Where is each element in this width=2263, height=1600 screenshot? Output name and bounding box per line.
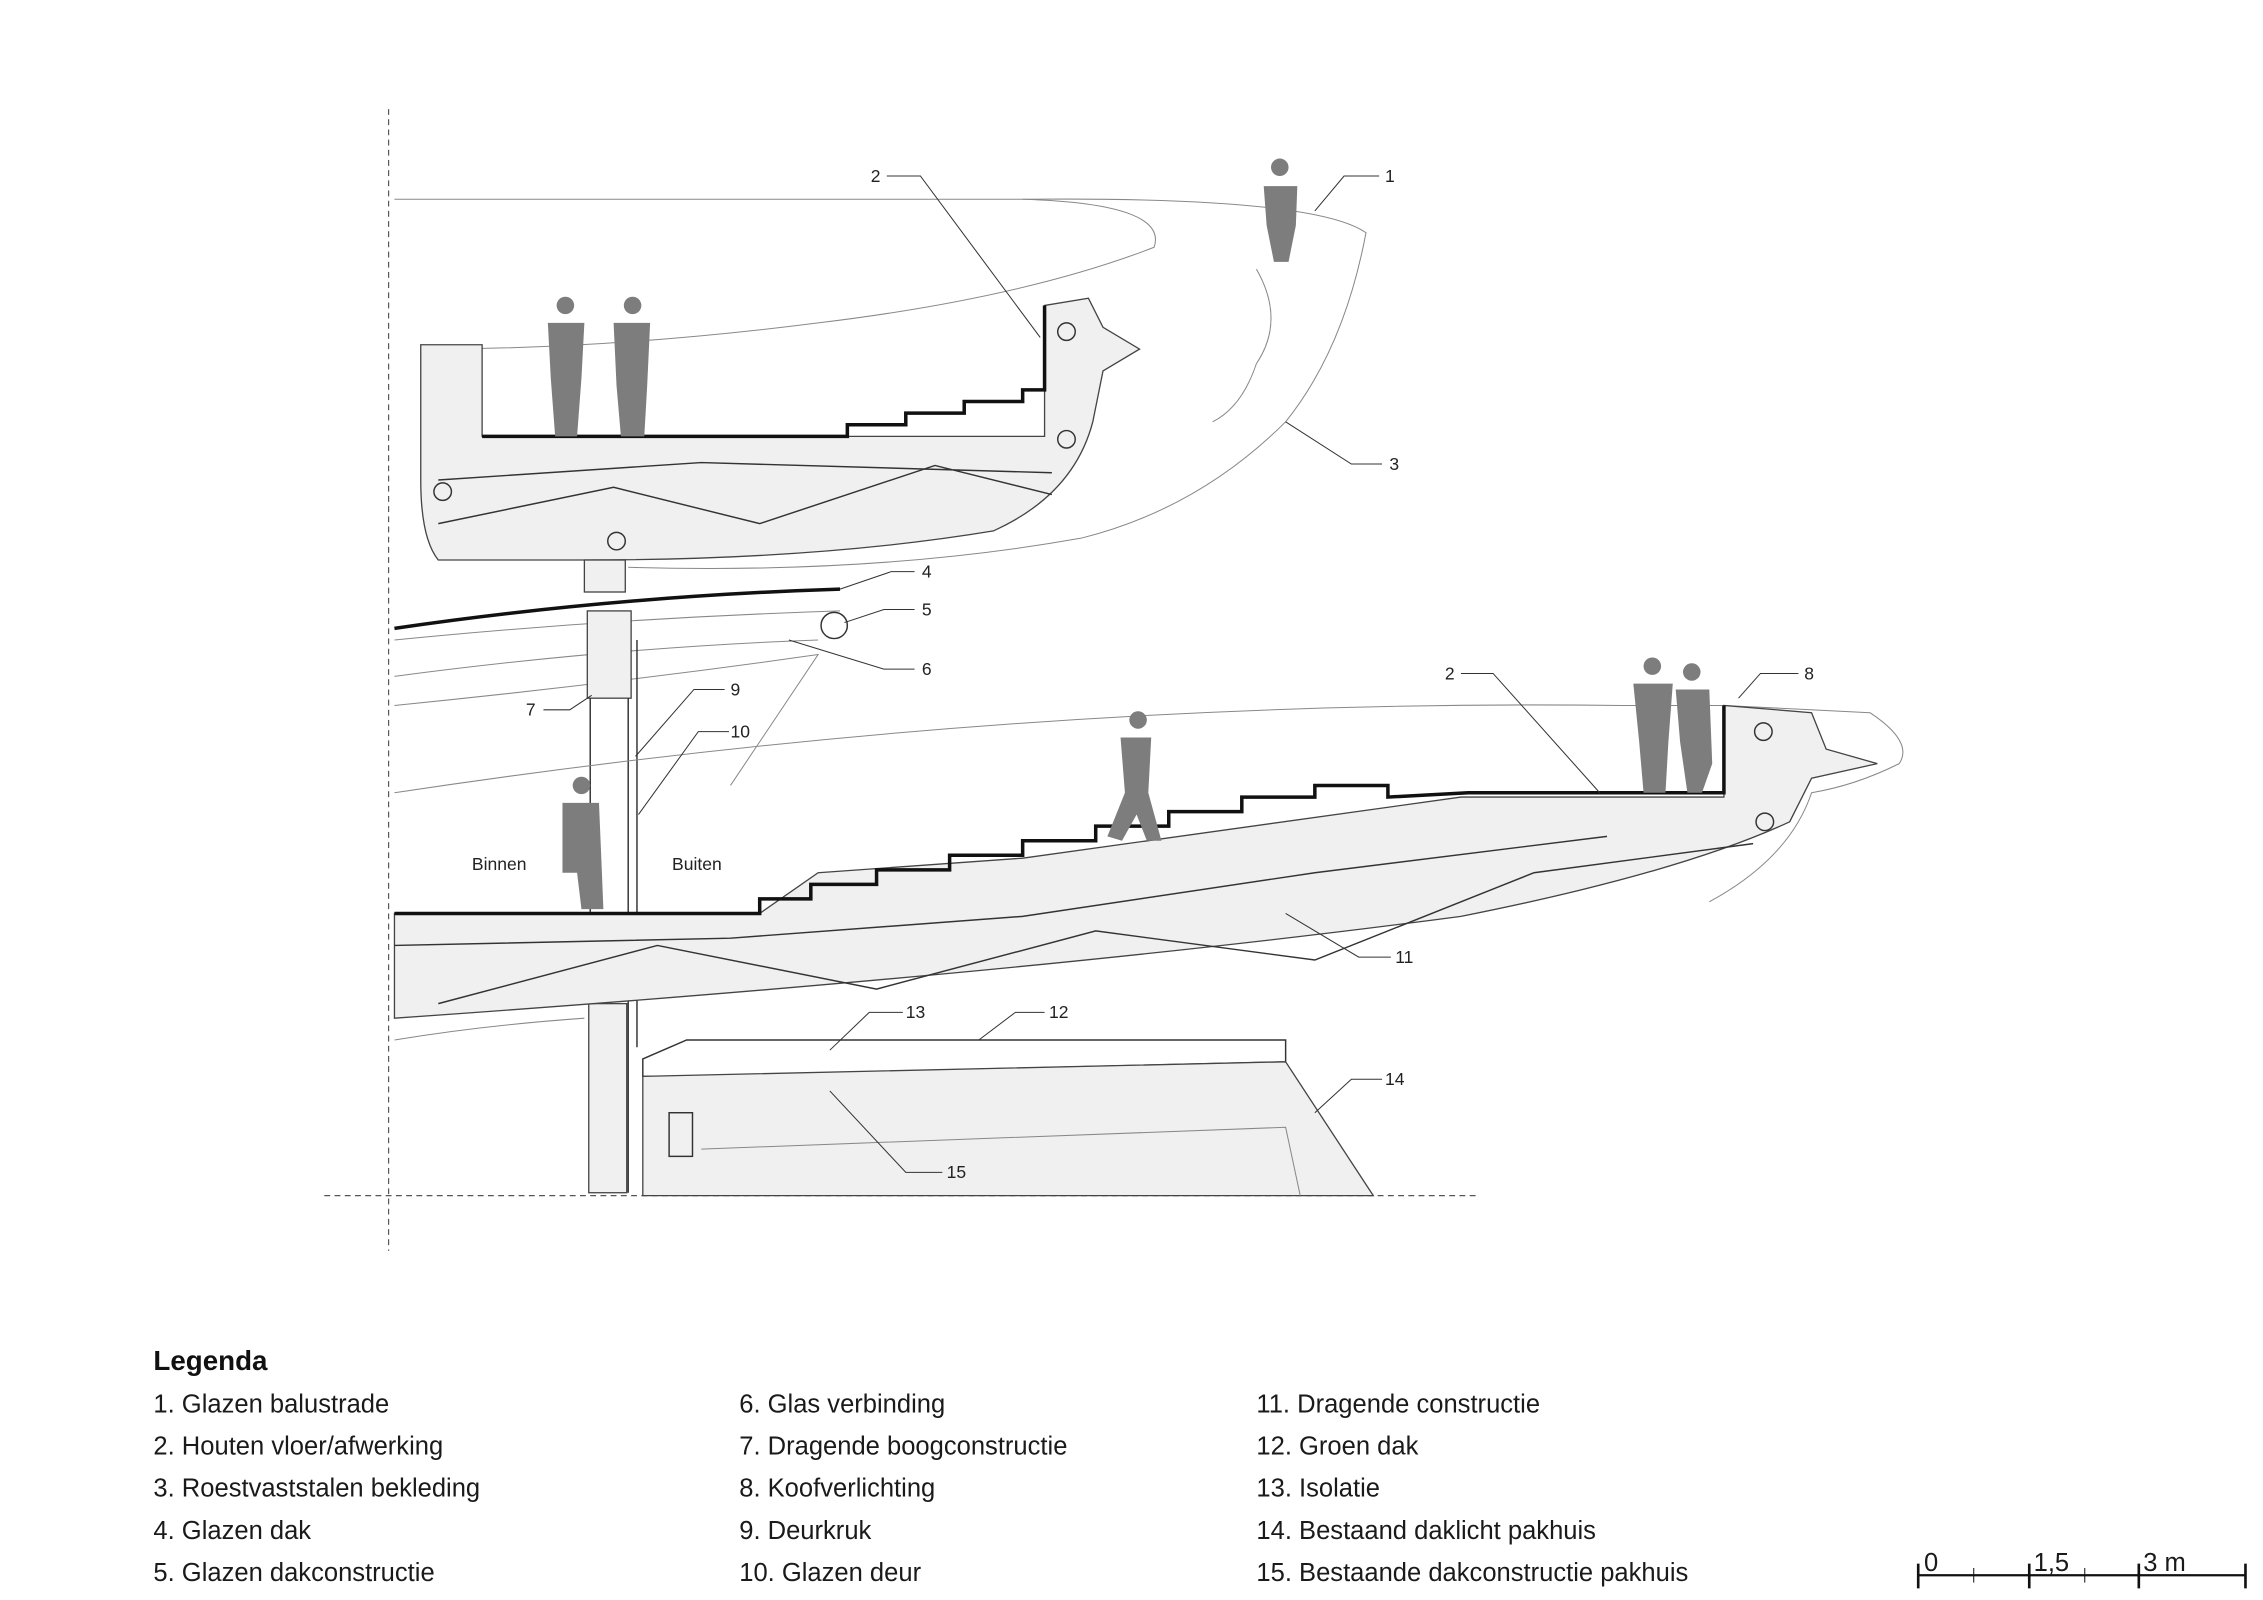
legend-item: 14. Bestaand daklicht pakhuis (1256, 1517, 1596, 1545)
scale-tick-0: 0 (1924, 1549, 1938, 1577)
existing-roof (394, 1017, 1375, 1197)
callout-12: 12 (1049, 1002, 1068, 1022)
lower-ramp (393, 704, 1904, 1019)
scale-tick-1-5: 1,5 (2034, 1549, 2070, 1577)
person-figure (613, 296, 651, 437)
callout-5: 5 (922, 599, 932, 619)
callout-13: 13 (906, 1002, 925, 1022)
callout-2-low: 2 (1445, 663, 1455, 683)
legend: Legenda 1. Glazen balustrade 2. Houten v… (153, 1345, 1688, 1587)
legend-item: 2. Houten vloer/afwerking (153, 1433, 443, 1461)
callout-10: 10 (730, 721, 750, 741)
callout-9: 9 (730, 679, 740, 699)
callout-8: 8 (1804, 663, 1814, 683)
callout-11: 11 (1395, 947, 1413, 967)
legend-item: 1. Glazen balustrade (153, 1390, 389, 1418)
legend-item: 12. Groen dak (1256, 1433, 1418, 1461)
person-figure (1633, 657, 1673, 793)
callout-1: 1 (1385, 166, 1395, 186)
legend-item: 3. Roestvaststalen bekleding (153, 1475, 480, 1503)
legend-item: 13. Isolatie (1256, 1475, 1380, 1503)
callout-2-top: 2 (871, 166, 881, 186)
callout-14: 14 (1385, 1069, 1405, 1089)
scale-bar: 0 1,5 3 m (1916, 1549, 2247, 1589)
person-figure (1263, 158, 1298, 262)
legend-item: 9. Deurkruk (739, 1517, 871, 1545)
legend-title: Legenda (153, 1345, 268, 1376)
legend-item: 10. Glazen deur (739, 1559, 921, 1587)
legend-item: 4. Glazen dak (153, 1517, 311, 1545)
leader-lines (543, 175, 1799, 1173)
legend-item: 15. Bestaande dakconstructie pakhuis (1256, 1559, 1688, 1587)
zone-label-outside: Buiten (672, 854, 722, 874)
callout-3: 3 (1389, 454, 1399, 474)
person-figure (562, 776, 604, 910)
callout-4: 4 (922, 561, 932, 581)
person-figure (547, 296, 585, 437)
people-silhouettes (547, 158, 1713, 910)
legend-item: 6. Glas verbinding (739, 1390, 945, 1418)
legend-item: 7. Dragende boogconstructie (739, 1433, 1067, 1461)
zone-label-inside: Binnen (472, 854, 527, 874)
upper-pod (394, 198, 1367, 593)
person-figure (1675, 663, 1713, 793)
callout-7: 7 (526, 700, 536, 720)
callout-6: 6 (922, 659, 932, 679)
person-figure (1107, 711, 1162, 841)
legend-item: 11. Dragende constructie (1256, 1390, 1540, 1418)
scale-tick-3m: 3 m (2143, 1549, 2186, 1577)
callout-15: 15 (947, 1162, 966, 1182)
legend-item: 8. Koofverlichting (739, 1475, 935, 1503)
legend-item: 5. Glazen dakconstructie (153, 1559, 434, 1587)
